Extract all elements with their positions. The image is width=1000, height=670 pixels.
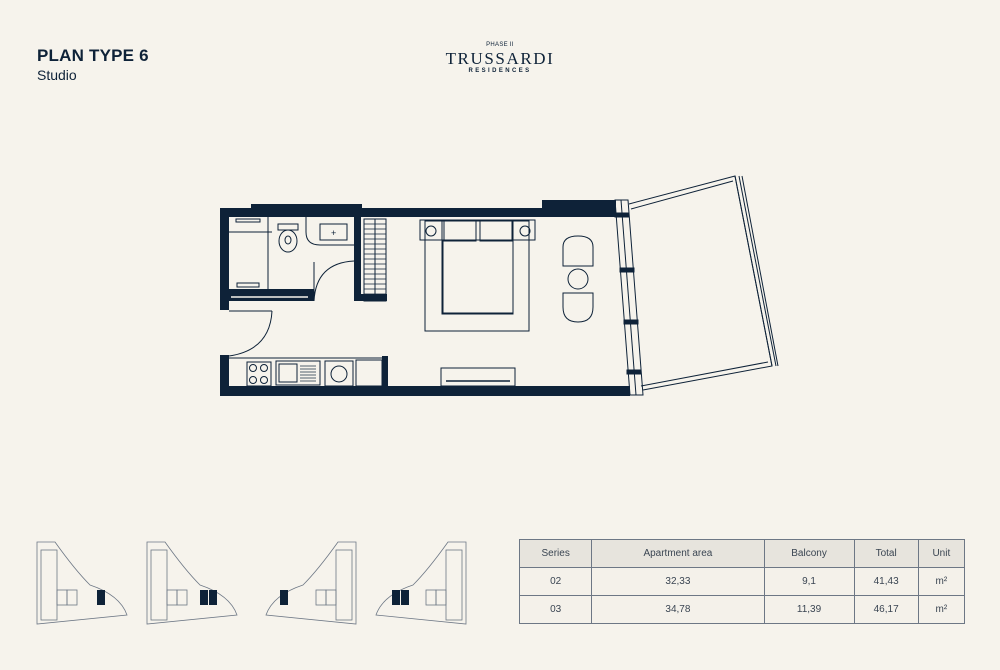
cell-apartment-area: 32,33 bbox=[591, 567, 765, 596]
cell-unit: m² bbox=[917, 595, 966, 624]
plan-subtitle: Studio bbox=[37, 67, 77, 83]
cell-unit: m² bbox=[917, 567, 966, 596]
area-table: Series Apartment area Balcony Total Unit… bbox=[518, 539, 966, 624]
table-row: 03 34,78 11,39 46,17 m² bbox=[518, 595, 966, 624]
header-apartment-area: Apartment area bbox=[591, 539, 765, 568]
brand-tagline: RESIDENCES bbox=[468, 68, 532, 74]
brand-phase: PHASE II bbox=[486, 42, 514, 48]
header-unit: Unit bbox=[917, 539, 966, 568]
table-header-row: Series Apartment area Balcony Total Unit bbox=[518, 539, 966, 568]
header-series: Series bbox=[518, 539, 593, 568]
brand-logo: PHASE II TRUSSARDI RESIDENCES bbox=[420, 42, 580, 74]
cell-series: 03 bbox=[518, 595, 593, 624]
key-plan-1 bbox=[36, 541, 128, 625]
cell-balcony: 11,39 bbox=[763, 595, 855, 624]
cell-total: 46,17 bbox=[853, 595, 919, 624]
key-plan-4 bbox=[375, 541, 467, 625]
key-plan-3 bbox=[265, 541, 357, 625]
header-balcony: Balcony bbox=[763, 539, 855, 568]
svg-text:+: + bbox=[331, 228, 336, 238]
walls bbox=[220, 200, 630, 396]
cell-series: 02 bbox=[518, 567, 593, 596]
header-total: Total bbox=[853, 539, 919, 568]
plan-title: PLAN TYPE 6 bbox=[37, 46, 149, 65]
brand-name: TRUSSARDI bbox=[445, 49, 555, 68]
key-plan-2 bbox=[146, 541, 238, 625]
cell-total: 41,43 bbox=[853, 567, 919, 596]
fixtures: + bbox=[228, 175, 779, 396]
table-row: 02 32,33 9,1 41,43 m² bbox=[518, 567, 966, 596]
cell-balcony: 9,1 bbox=[763, 567, 855, 596]
cell-apartment-area: 34,78 bbox=[591, 595, 765, 624]
